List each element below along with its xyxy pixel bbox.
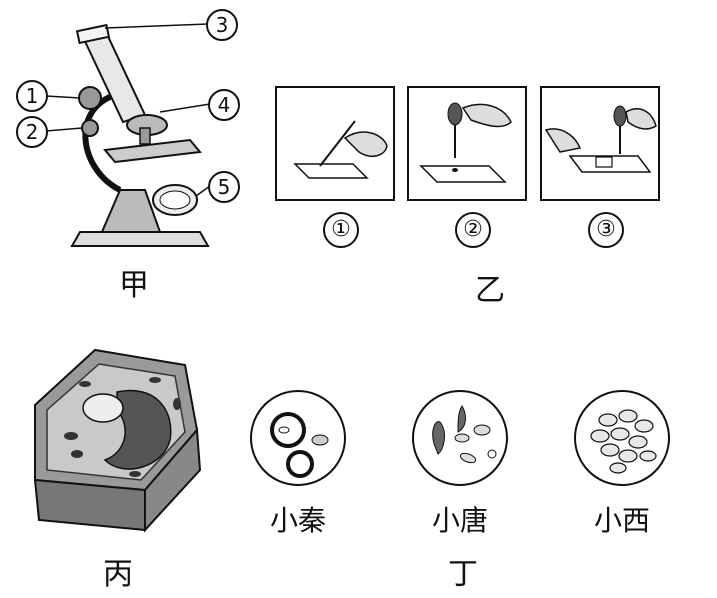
step-number-3: ③ [588,212,624,248]
callout-2: 2 [16,116,48,148]
step-number-1: ① [323,212,359,248]
caption-ding: 丁 [448,557,478,592]
step-panel-3 [540,86,660,201]
callout-3: 3 [206,9,238,41]
caption-jia: 甲 [119,268,149,303]
caption-bing: 丙 [103,557,133,592]
plant-cell-figure [25,340,205,535]
microscope-figure [20,0,250,260]
view-xiaoqin [248,388,348,488]
microscope-drawing [45,23,211,247]
student-name-xiaoxi: 小西 [593,504,650,537]
step-number-2: ② [455,212,491,248]
student-name-xiaoqin: 小秦 [269,504,326,537]
view-xiaoxi [572,388,672,488]
step-panel-1 [275,86,395,201]
student-name-xiaotang: 小唐 [431,504,488,537]
caption-yi: 乙 [475,273,505,308]
callout-5: 5 [208,171,240,203]
callout-4: 4 [208,89,240,121]
step-panel-2 [407,86,527,201]
callout-1: 1 [16,80,48,112]
view-xiaotang [410,388,510,488]
